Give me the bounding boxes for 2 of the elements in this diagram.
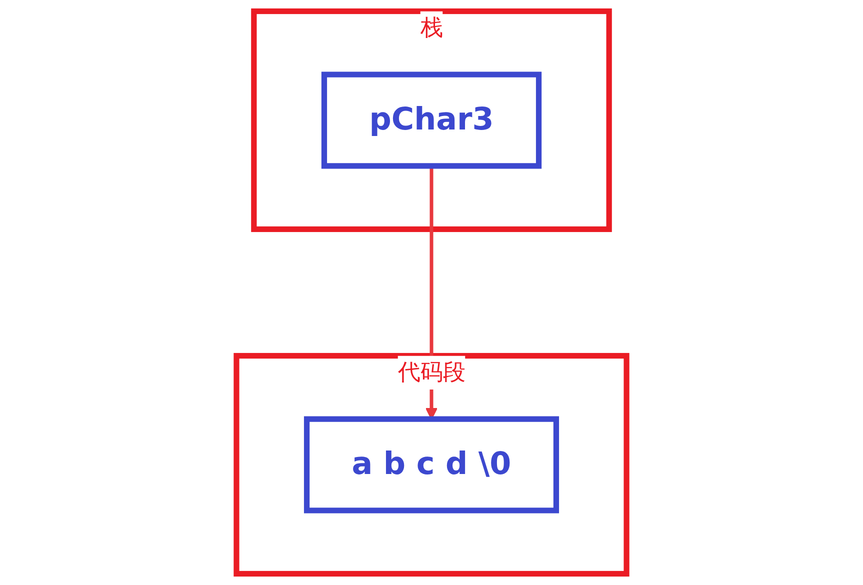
node-box: pChar3 — [321, 72, 542, 169]
node-box: a b c d \0 — [304, 416, 560, 514]
